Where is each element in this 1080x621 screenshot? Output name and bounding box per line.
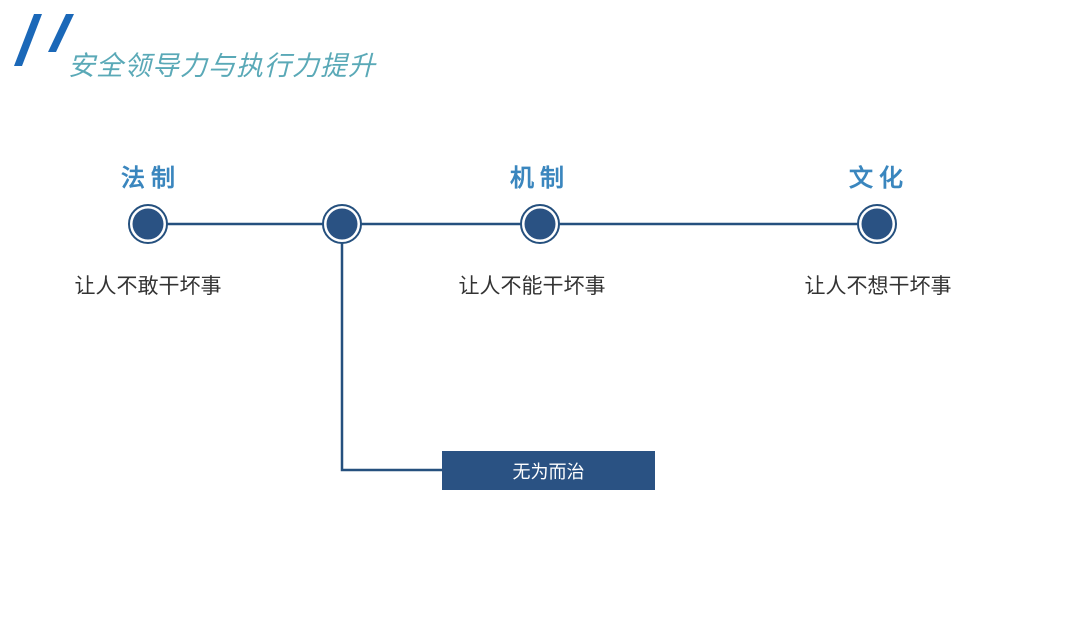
decorative-slash-icon	[14, 14, 74, 66]
timeline-node-branch	[322, 204, 362, 244]
heading-wenhua: 文化	[849, 164, 909, 192]
timeline-node-fazhi	[128, 204, 168, 244]
timeline-node-jizhi	[520, 204, 560, 244]
label-wenhua: 让人不想干坏事	[804, 274, 952, 298]
branch-connector	[340, 224, 442, 472]
heading-jizhi: 机制	[510, 164, 570, 192]
page-title: 安全领导力与执行力提升	[68, 51, 376, 82]
branch-box-label: 无为而治	[512, 461, 585, 483]
branch-box: 无为而治	[442, 451, 655, 490]
heading-fazhi: 法制	[121, 164, 181, 192]
label-jizhi: 让人不能干坏事	[458, 274, 606, 298]
timeline-node-wenhua	[857, 204, 897, 244]
label-fazhi: 让人不敢干坏事	[74, 274, 222, 298]
